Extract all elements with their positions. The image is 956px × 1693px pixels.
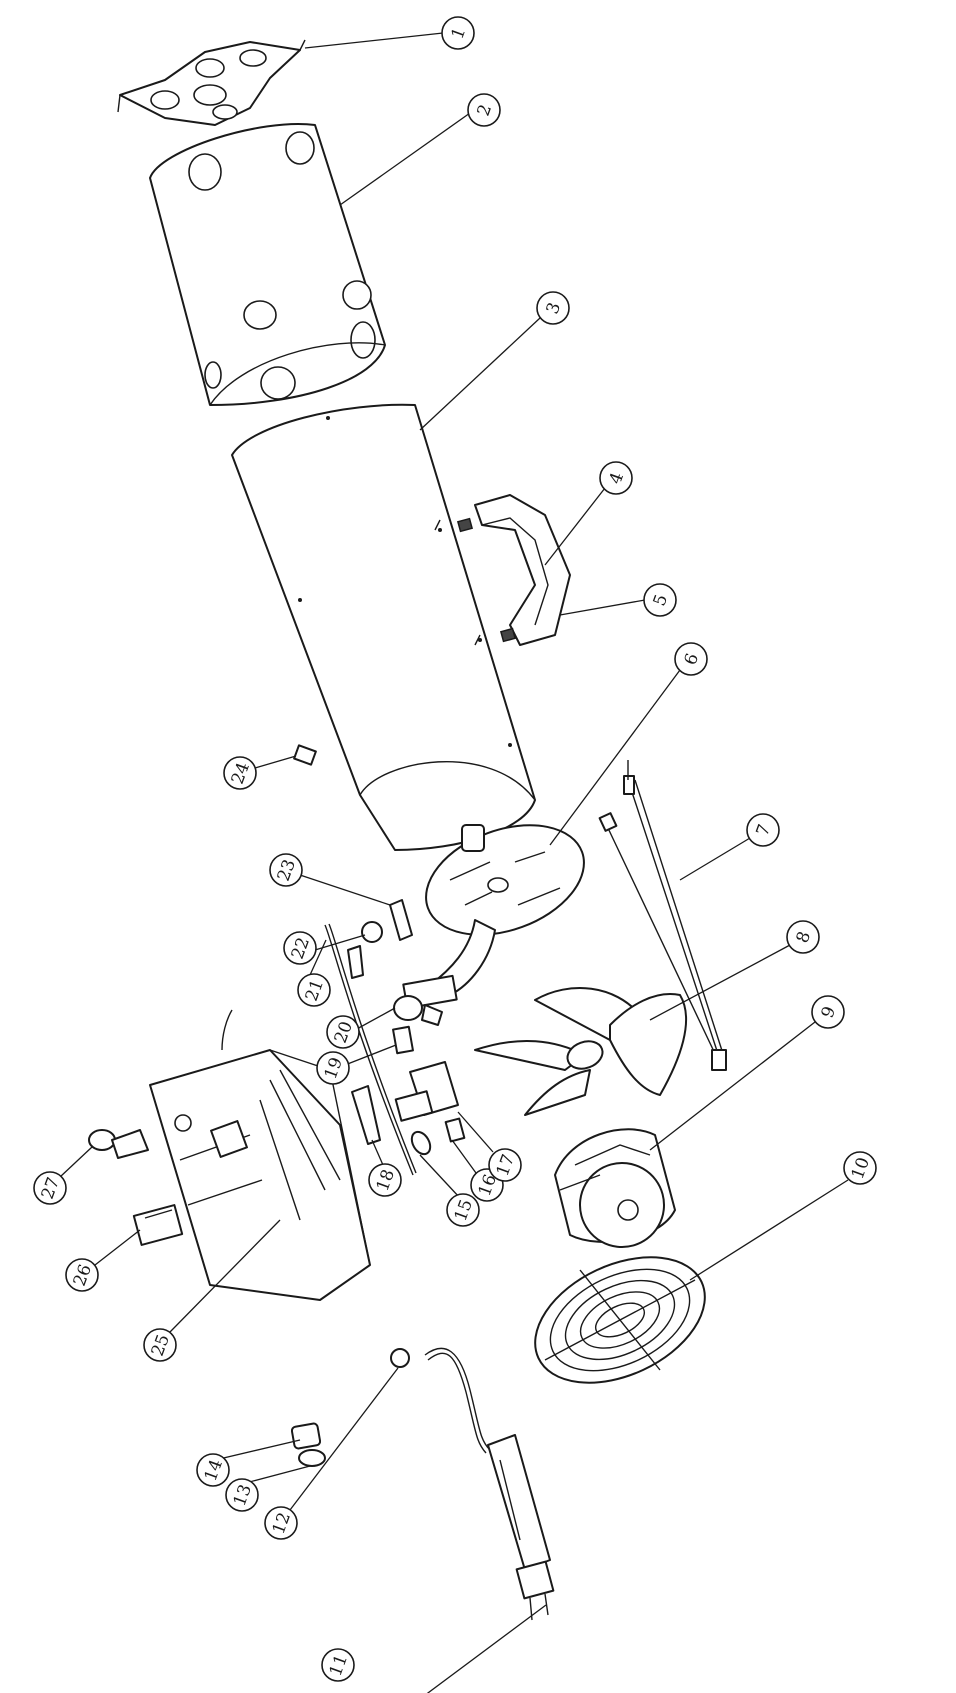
part-2-outer-cylinder [149,123,386,406]
part-14-bushing [290,1422,322,1450]
part-6-burner-plate [402,824,585,1010]
callout-17: 17 [488,1148,522,1182]
part-8-fan-blade [474,987,688,1116]
callout-21: 21 [297,973,331,1007]
part-1-top-grill [117,39,306,126]
callout-5: 5 [643,583,677,617]
callout-3: 3 [536,291,570,325]
callout-4: 4 [599,461,633,495]
part-22-electrode [347,921,383,979]
part-17-gas-valve [394,1061,459,1122]
callout-10: 10 [843,1151,877,1185]
part-13-washer [298,1449,326,1467]
callout-11: 11 [321,1648,355,1682]
part-3-inner-cylinder [231,403,536,851]
part-27-knob [88,1129,149,1159]
callout-26: 26 [65,1258,99,1292]
part-9-motor [554,1128,676,1248]
part-18-injector [351,1085,381,1145]
part-26-switch [132,1204,184,1246]
part-24-bracket [293,744,317,766]
part-25-control-box [149,1009,371,1301]
callout-23: 23 [269,853,303,887]
callout-24: 24 [223,756,257,790]
callouts: 1 2 3 4 5 6 7 8 9 10 11 12 13 14 15 16 1… [33,16,877,1682]
callout-14: 14 [196,1453,230,1487]
callout-13: 13 [225,1478,259,1512]
callout-22: 22 [283,931,317,965]
callout-9: 9 [811,995,845,1029]
part-16-nozzle [444,1117,466,1143]
callout-20: 20 [326,1015,360,1049]
part-23-bracket [389,899,413,941]
part-12-nut [390,1348,410,1368]
callout-18: 18 [368,1163,402,1197]
part-10-fan-guard [534,1256,706,1384]
part-5-handle-clips [456,517,517,643]
part-15-clip [410,1130,432,1156]
part-4-handle [474,494,571,646]
callout-8: 8 [786,920,820,954]
callout-1: 1 [441,16,475,50]
part-7-thermocouple [598,760,727,1071]
callout-27: 27 [33,1171,67,1205]
callout-15: 15 [446,1193,480,1227]
part-11-power-cord [424,1347,555,1621]
part-19-fitting [392,1025,414,1055]
callout-7: 7 [746,813,780,847]
callout-12: 12 [264,1506,298,1540]
part-21-ignition-rod [324,923,417,1176]
callout-2: 2 [467,93,501,127]
callout-19: 19 [316,1051,350,1085]
callout-25: 25 [143,1328,177,1362]
callout-6: 6 [674,642,708,676]
